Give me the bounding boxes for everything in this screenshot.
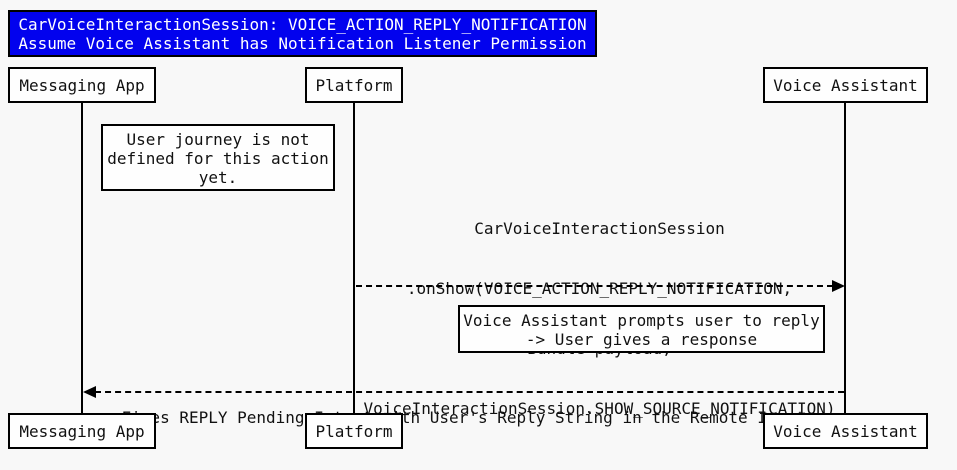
actor-label: Platform: [315, 421, 393, 441]
note-line: yet.: [198, 168, 238, 187]
diagram-title-line: Assume Voice Assistant has Notification …: [18, 34, 587, 53]
actor-label: Messaging App: [19, 75, 145, 95]
message-onshow-label: CarVoiceInteractionSession .onShow(VOICE…: [354, 179, 845, 439]
actor-top-messaging-app: Messaging App: [8, 67, 156, 103]
arrow-onshow: [356, 285, 833, 287]
arrowhead-left-icon: [83, 386, 96, 398]
actor-label: Voice Assistant: [773, 75, 918, 95]
note-prompt-reply: Voice Assistant prompts user to reply ->…: [458, 305, 825, 353]
lifeline-voice-assistant: [844, 103, 846, 413]
note-line: -> User gives a response: [525, 330, 758, 349]
actor-bottom-messaging-app: Messaging App: [8, 413, 156, 449]
actor-bottom-platform: Platform: [305, 413, 403, 449]
message-line: VoiceInteractionSession.SHOW_SOURCE_NOTI…: [363, 399, 836, 418]
actor-label: Messaging App: [19, 421, 145, 441]
note-line: Voice Assistant prompts user to reply: [463, 311, 820, 330]
diagram-title-line: CarVoiceInteractionSession: VOICE_ACTION…: [18, 15, 587, 34]
note-line: defined for this action: [107, 149, 329, 168]
message-line: Fires REPLY Pending Intent with User's R…: [121, 408, 806, 427]
note-line: User journey is not: [126, 130, 310, 149]
note-user-journey: User journey is not defined for this act…: [101, 124, 335, 191]
lifeline-messaging-app: [81, 103, 83, 413]
arrow-reply: [95, 391, 844, 393]
message-line: .onShow(VOICE_ACTION_REPLY_NOTIFICATION,: [406, 279, 793, 298]
diagram-title: CarVoiceInteractionSession: VOICE_ACTION…: [8, 10, 597, 57]
actor-label: Platform: [315, 75, 393, 95]
actor-bottom-voice-assistant: Voice Assistant: [763, 413, 928, 449]
actor-label: Voice Assistant: [773, 421, 918, 441]
arrowhead-right-icon: [832, 280, 845, 292]
message-line: CarVoiceInteractionSession: [474, 219, 725, 238]
actor-top-voice-assistant: Voice Assistant: [763, 67, 928, 103]
lifeline-platform: [353, 103, 355, 413]
message-reply-label: Fires REPLY Pending Intent with User's R…: [82, 370, 845, 446]
actor-top-platform: Platform: [305, 67, 403, 103]
